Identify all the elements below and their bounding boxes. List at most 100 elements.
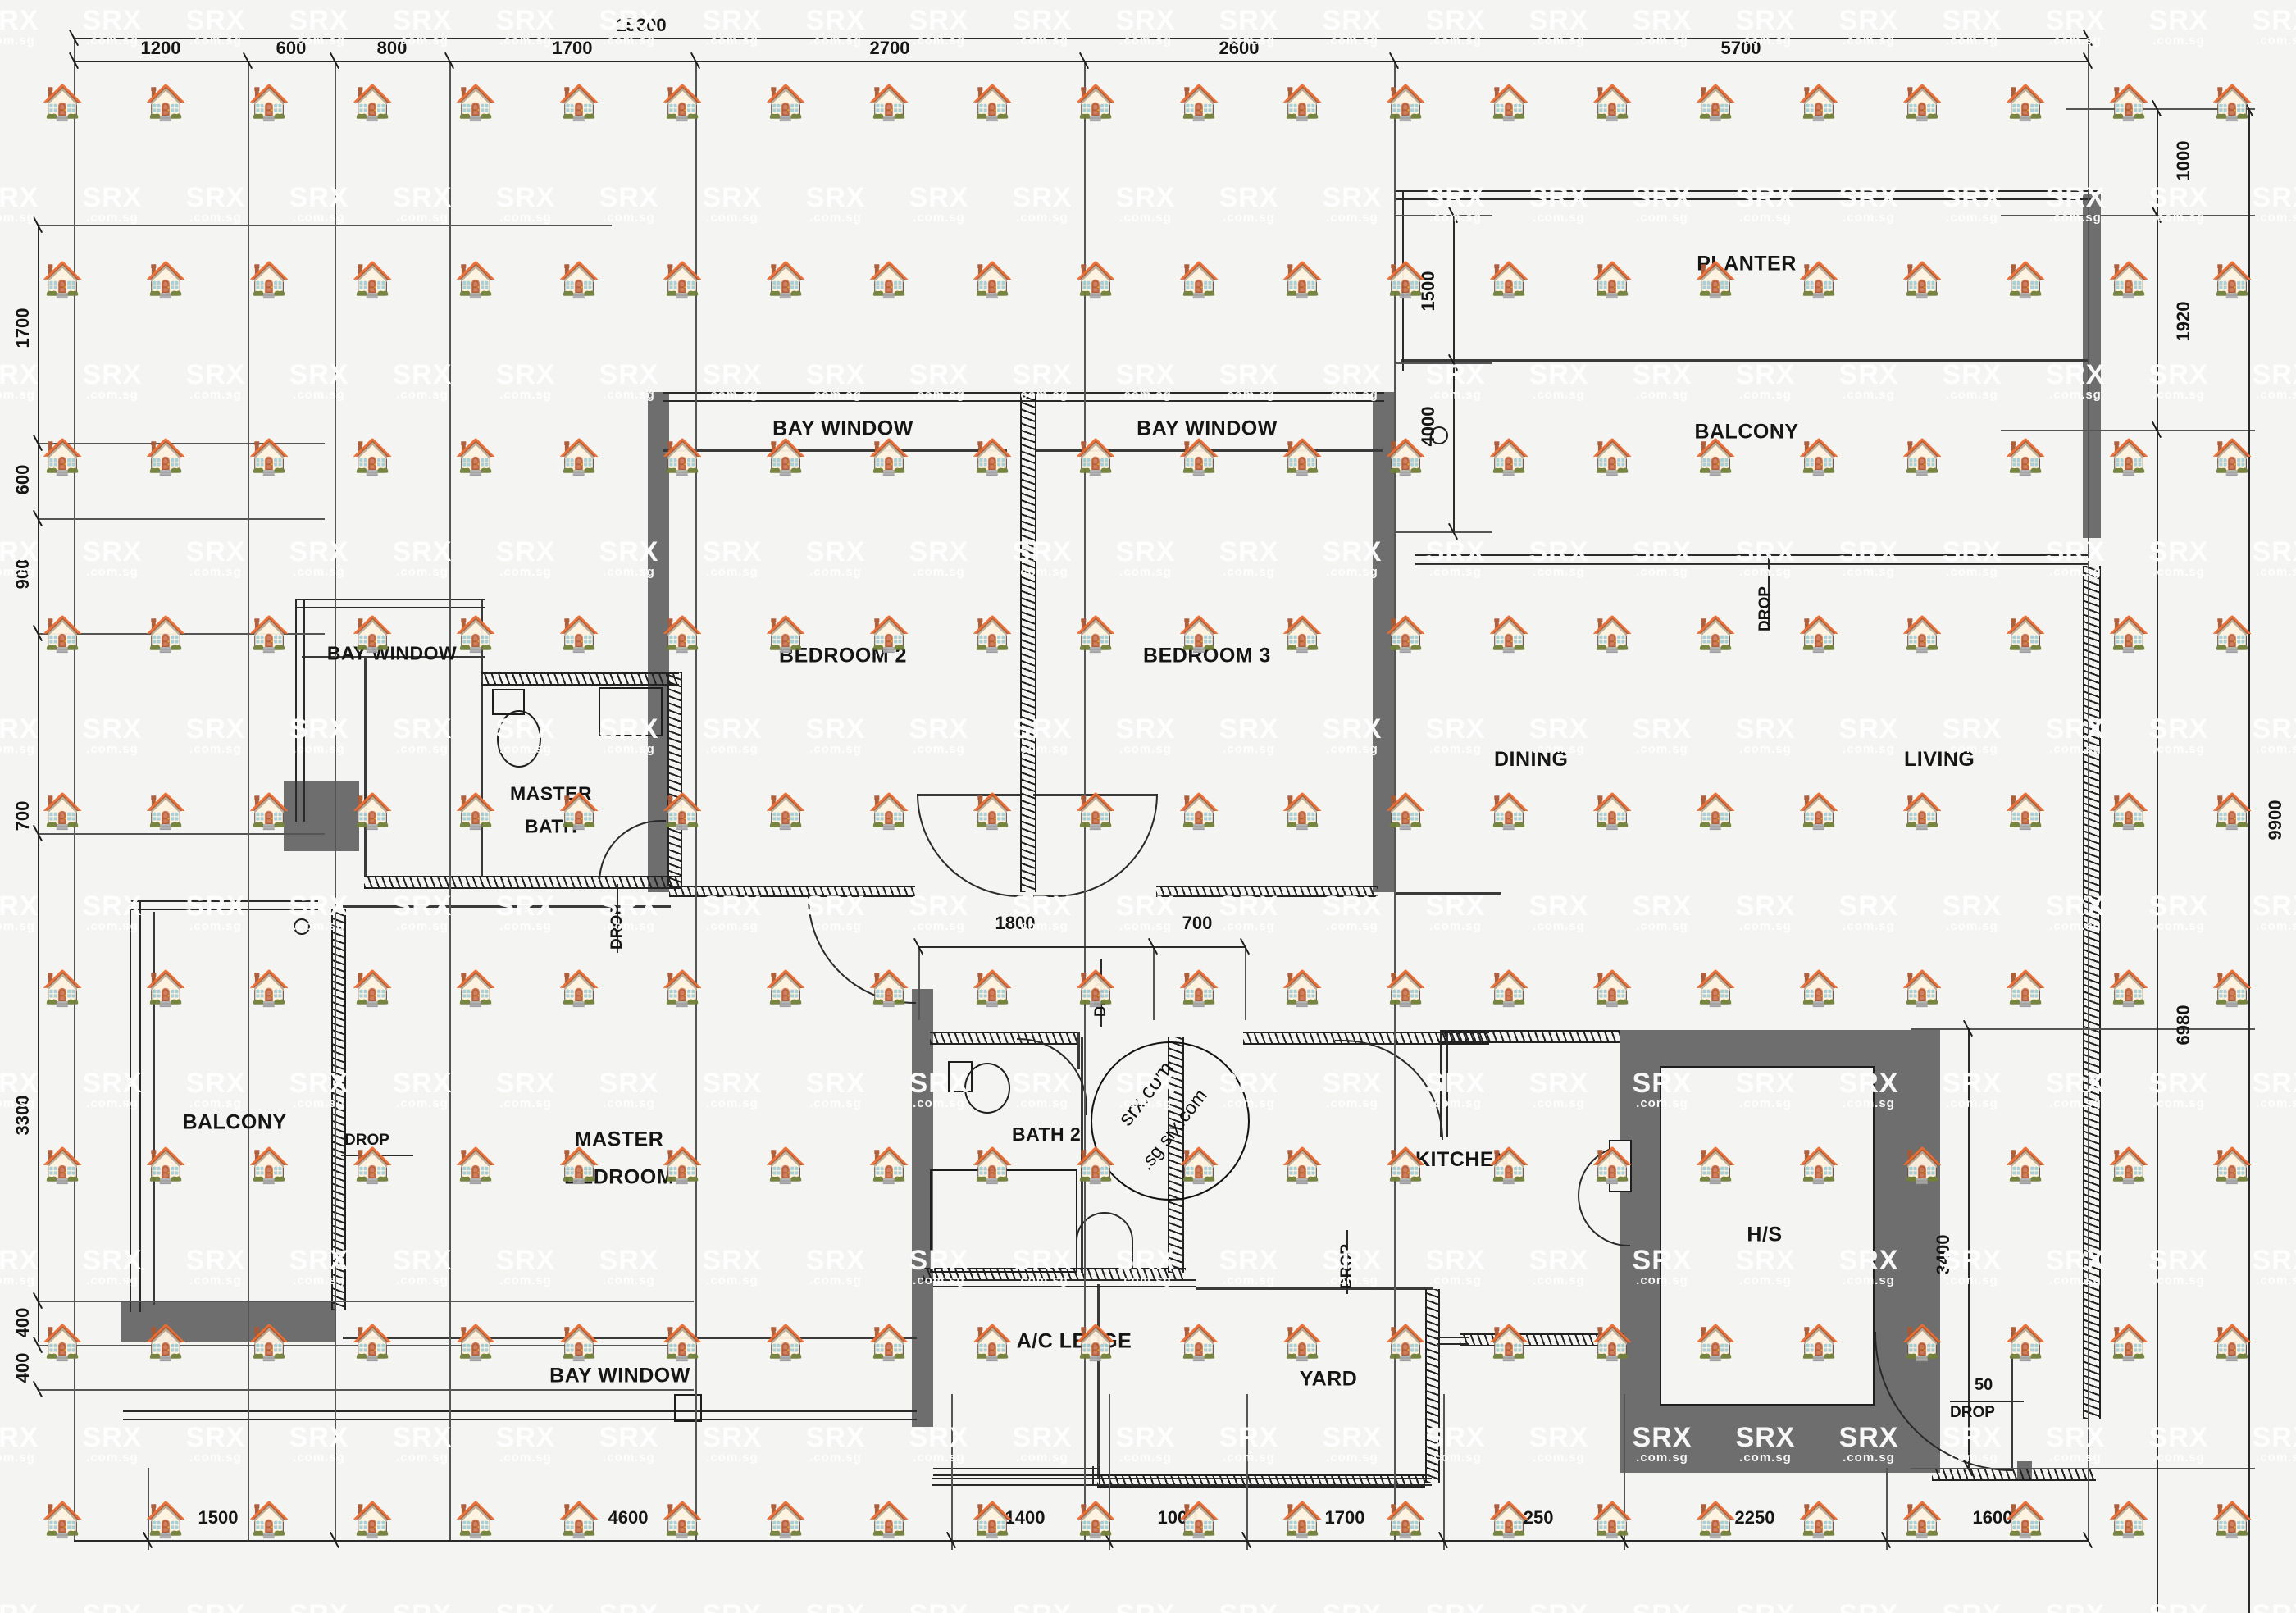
room-label-dining: DINING [1494,748,1569,771]
ext-line [1394,215,1492,216]
watermark-srx: SRX.com.sg [799,1601,872,1613]
dim-right-chain-lower [2157,430,2158,1613]
kitchen-door-swing-icon [1335,1040,1443,1140]
ext-line [951,1394,953,1550]
watermark-srx: SRX.com.sg [1528,891,1589,933]
bedroom3-right-wall [1373,392,1394,892]
watermark-srx: SRX.com.sg [2148,1068,2209,1110]
watermark-house-icon: 🏠 [2004,1146,2048,1184]
dim-right-1000: 1000 [2173,140,2194,181]
watermark-srx: SRX.com.sg [1838,359,1899,402]
watermark-srx: SRX.com.sg [495,1068,556,1110]
watermark-house-icon: 🏠 [764,260,808,298]
watermark-srx: SRX.com.sg [495,359,556,402]
watermark-house-icon: 🏠 [2107,260,2151,298]
watermark-house-icon: 🏠 [764,1146,808,1184]
watermark-srx: SRX.com.sg [1425,5,1486,48]
ext-line [74,38,75,1540]
watermark-house-icon: 🏠 [454,614,498,653]
dim-4000-line [1453,325,1455,531]
watermark-srx: SRX.com.sg [2148,1422,2209,1465]
watermark-house-icon: 🏠 [1901,791,1944,830]
watermark-srx: SRX.com.sg [702,1245,763,1287]
ext-line [248,61,249,1540]
watermark-srx: SRX.com.sg [289,713,349,756]
watermark-house-icon: 🏠 [868,791,911,830]
watermark-srx: SRX.com.sg [1942,5,2002,48]
watermark-house-icon: 🏠 [1074,1500,1118,1538]
watermark-house-icon: 🏠 [1591,1500,1634,1538]
watermark-house-icon: 🏠 [144,791,188,830]
watermark-house-icon: 🏠 [2211,968,2254,1007]
watermark-house-icon: 🏠 [1384,1323,1428,1361]
watermark-house-icon: 🏠 [248,968,291,1007]
ext-line [1624,1394,1625,1550]
watermark-house-icon: 🏠 [144,1146,188,1184]
drop-label-bath2: DROP [1092,972,1109,1017]
watermark-srx: SRX.com.sg [289,359,349,402]
dim-50-underline [1950,1401,2024,1402]
dim-top-3: 800 [376,38,408,58]
kitchen-bottom-corner [1437,1337,1469,1345]
watermark-house-icon: 🏠 [1487,437,1531,476]
watermark-srx: SRX.com.sg [2148,536,2209,579]
masterbath-right-edge [481,599,483,877]
watermark-house-icon: 🏠 [1797,1500,1841,1538]
watermark-srx: SRX.com.sg [1322,5,1383,48]
dim-4000-dining: 4000 [1418,406,1438,447]
dim-left-1: 1700 [12,308,33,349]
drop-label-yard: DROP [1338,1244,1355,1289]
room-label-bedroom3: BEDROOM 3 [1143,644,1271,668]
watermark-house-icon: 🏠 [2107,1500,2151,1538]
watermark-house-icon: 🏠 [558,83,601,121]
watermark-house-icon: 🏠 [1074,83,1118,121]
watermark-srx: SRX.com.sg [1425,891,1486,933]
watermark-house-icon: 🏠 [1487,614,1531,653]
watermark-srx: SRX.com.sg [185,5,246,48]
room-label-planter: PLANTER [1697,252,1797,276]
watermark-house-icon: 🏠 [351,260,394,298]
watermark-srx: SRX.com.sg [1838,891,1899,933]
watermark-house-icon: 🏠 [351,437,394,476]
watermark-srx: SRX.com.sg [599,1068,659,1110]
watermark-srx: SRX.com.sg [805,1422,866,1465]
watermark-house-icon: 🏠 [1694,437,1738,476]
dim-right-9900: 9900 [2265,800,2285,841]
watermark-house-icon: 🏠 [2004,614,2048,653]
watermark-srx: SRX.com.sg [2252,536,2296,579]
watermark-srx: SRX.com.sg [599,1245,659,1287]
watermark-house-icon: 🏠 [41,1146,84,1184]
ext-line [695,61,697,1540]
watermark-srx: SRX.com.sg [1115,891,1176,933]
watermark-srx: SRX.com.sg [2148,359,2209,402]
ext-line [2001,430,2255,431]
watermark-house-icon: 🏠 [661,968,704,1007]
watermark-srx: SRX.com.sg [392,359,453,402]
watermark-house-icon: 🏠 [1281,83,1324,121]
watermark-srx: SRX.com.sg [1632,713,1692,756]
watermark-srx: SRX.com.sg [2252,5,2296,48]
watermark-house-icon: 🏠 [41,968,84,1007]
watermark-house-icon: 🏠 [1694,83,1738,121]
planter-top-wall [1394,190,2099,200]
watermark-srx: SRX.com.sg [82,1422,143,1465]
balcony-left-divider [331,909,346,1310]
watermark-srx: SRX.com.sg [702,1068,763,1110]
watermark-srx: SRX.com.sg [2252,1245,2296,1287]
watermark-house-icon: 🏠 [1694,1500,1738,1538]
dim-bot-4: 1000 [1157,1507,1198,1528]
watermark-srx: SRX.com.sg [1219,536,1279,579]
watermark-srx: SRX.com.sg [1632,5,1692,48]
lower-outer-wall [932,1478,1432,1486]
watermark-house-icon: 🏠 [868,1146,911,1184]
kitchen-left-wall [1440,1030,1448,1137]
watermark-house-icon: 🏠 [868,1500,911,1538]
watermark-srx: SRX.com.sg [2148,5,2209,48]
watermark-house-icon: 🏠 [1178,437,1221,476]
watermark-house-icon: 🏠 [558,1500,601,1538]
watermark-srx: SRX.com.sg [1832,1601,1906,1613]
dim-bot-3: 1400 [1004,1507,1046,1528]
master-bath-door-swing-icon [599,820,666,882]
dim-overall-top-line [74,38,2088,39]
watermark-house-icon: 🏠 [2107,614,2151,653]
